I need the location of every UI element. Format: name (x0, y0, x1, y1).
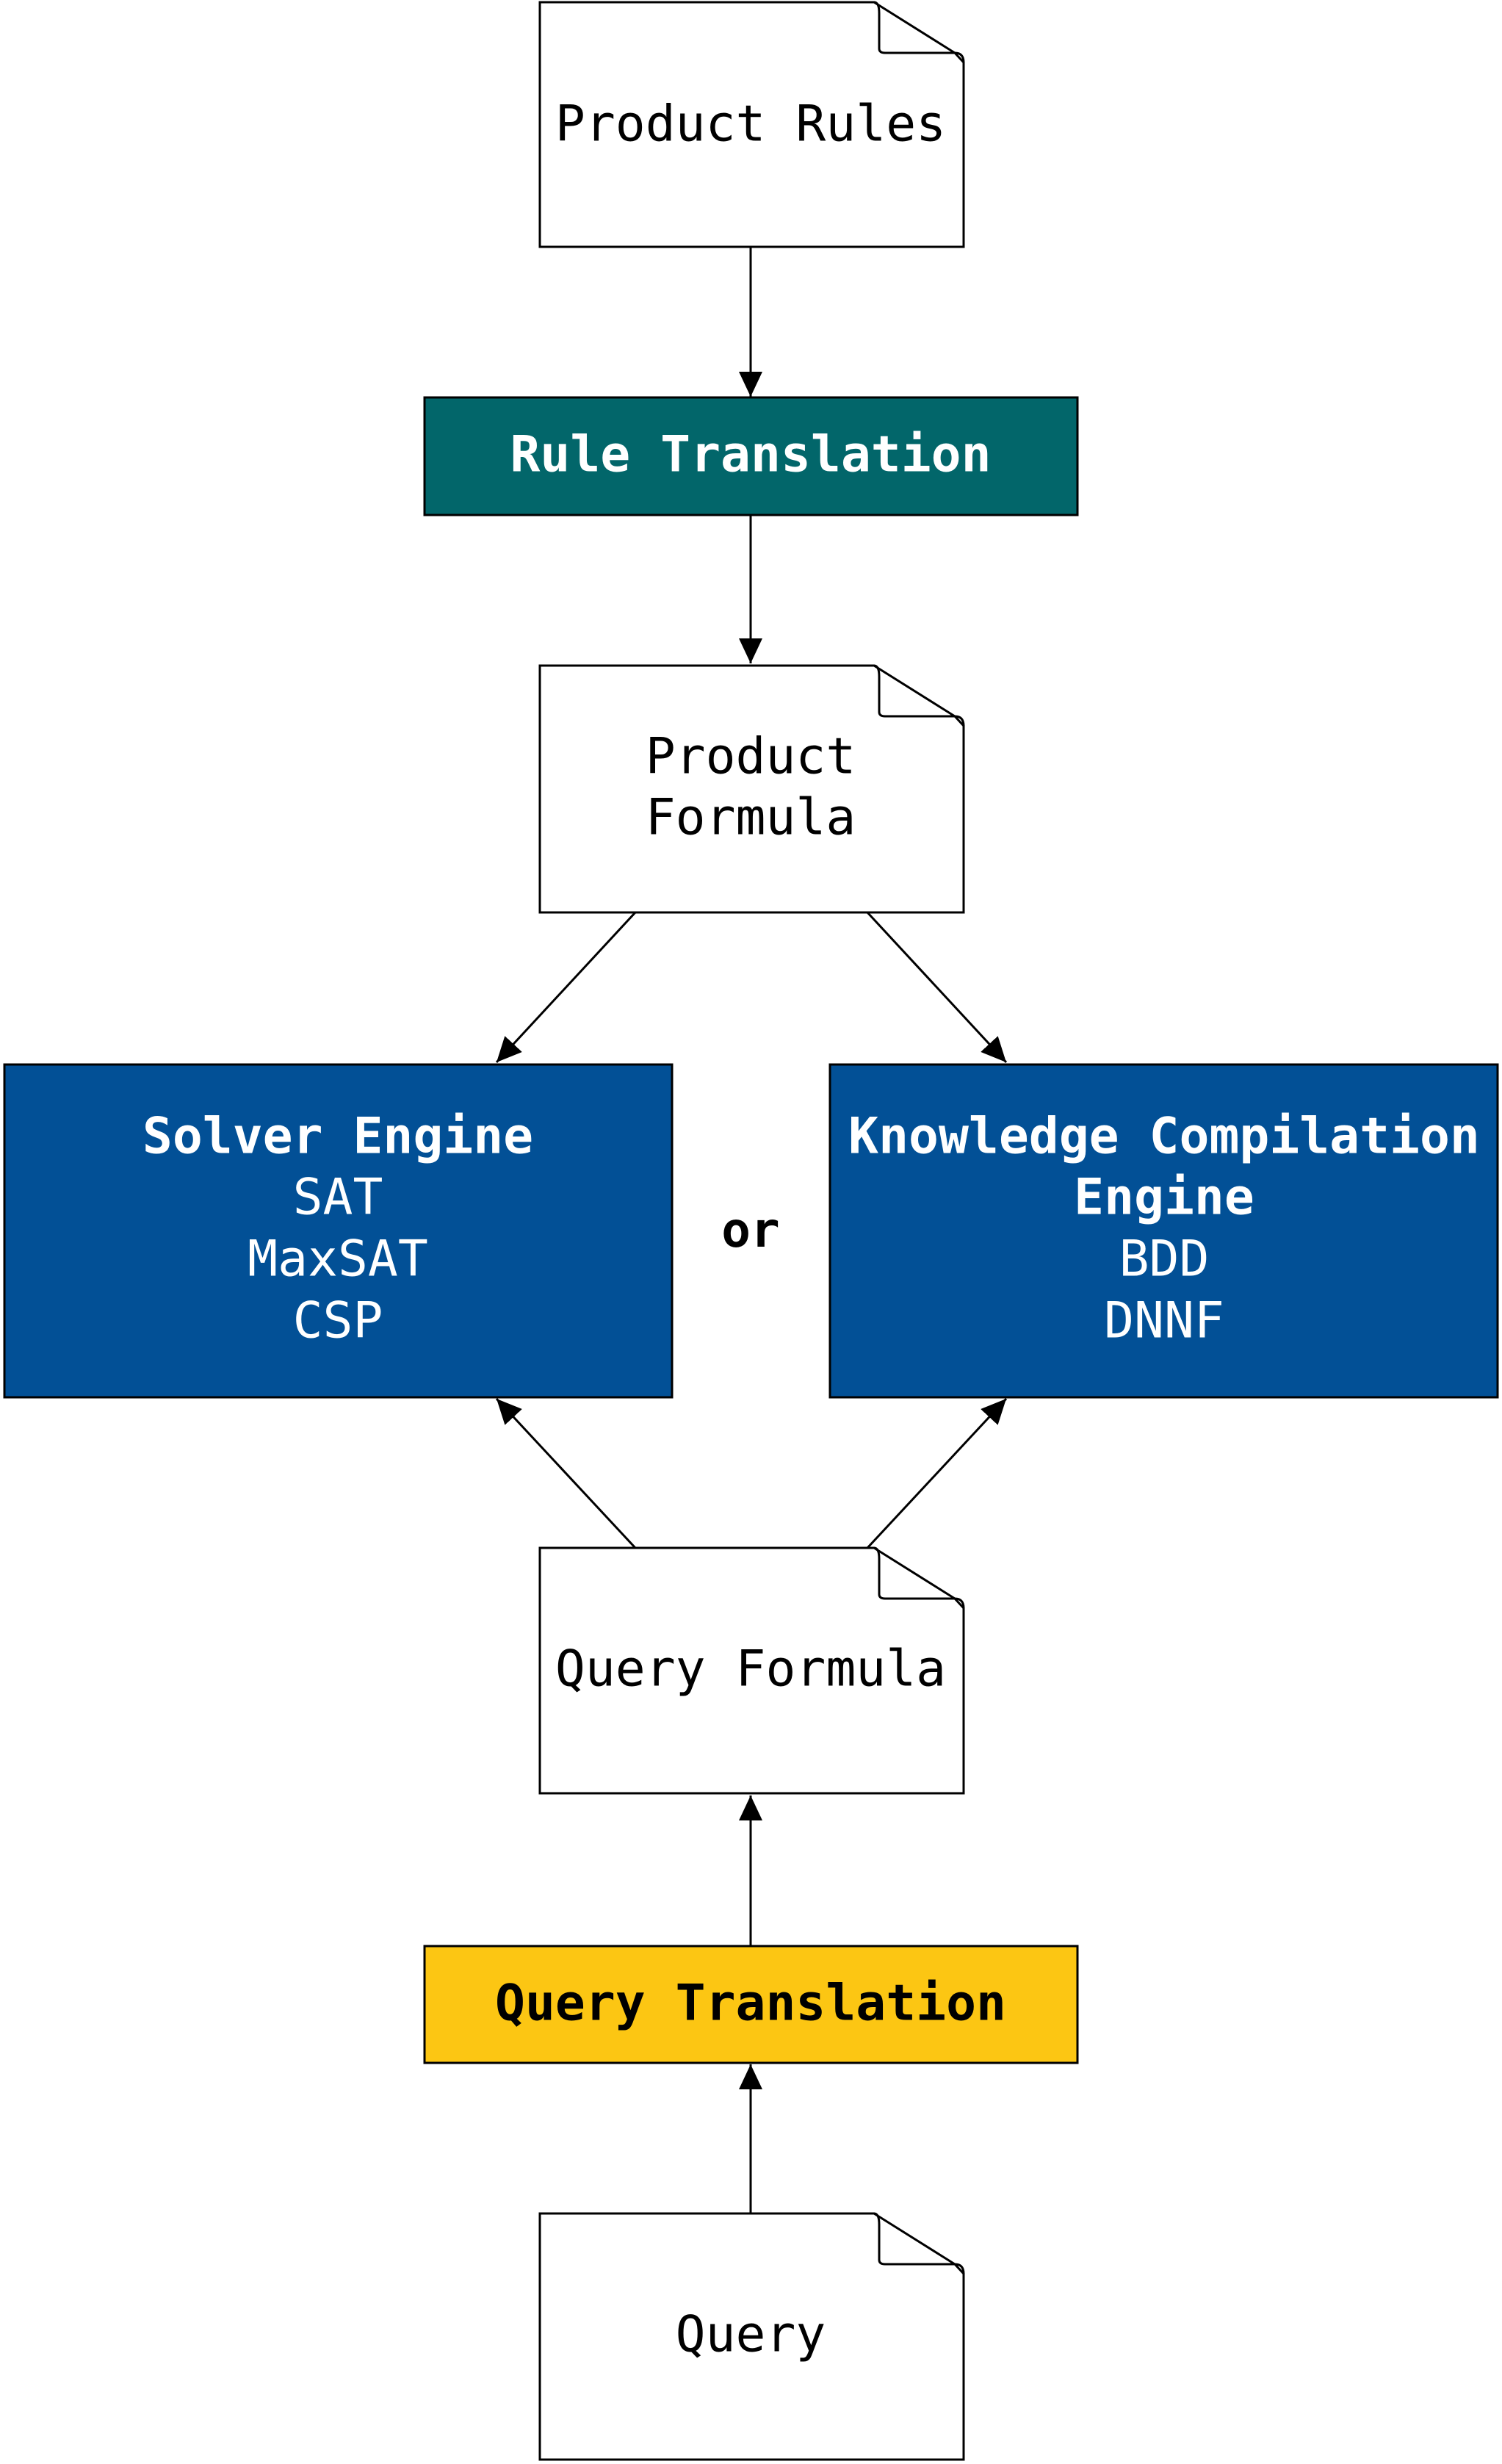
knowledge-engine-item-dnnf: DNNF (1104, 1292, 1224, 1350)
query-translation-box: Query Translation (423, 1945, 1079, 2064)
knowledge-engine-title-line2: Engine (1074, 1169, 1254, 1227)
solver-engine-item-maxsat: MaxSAT (248, 1231, 428, 1289)
solver-engine-item-csp: CSP (293, 1292, 383, 1350)
solver-engine-title: Solver Engine (142, 1108, 533, 1166)
knowledge-engine-item-bdd: BDD (1119, 1231, 1210, 1289)
query-formula-label: Query Formula (555, 1640, 946, 1698)
product-formula-document: Product Formula (538, 664, 965, 914)
or-label: or (721, 1202, 779, 1258)
solver-engine-item-sat: SAT (293, 1169, 383, 1227)
solver-engine-box: Solver Engine SAT MaxSAT CSP (3, 1063, 674, 1399)
product-formula-label-line1: Product (646, 728, 856, 786)
arrow-query-formula-to-knowledge (866, 1397, 1008, 1549)
knowledge-compilation-engine-box: Knowledge Compilation Engine BDD DNNF (828, 1063, 1499, 1399)
product-formula-label-line2: Formula (646, 789, 856, 847)
query-document: Query (538, 2212, 965, 2461)
query-translation-label: Query Translation (495, 1975, 1006, 2033)
arrow-formula-to-solver (495, 911, 637, 1064)
query-label: Query (676, 2306, 826, 2364)
product-rules-document: Product Rules (538, 1, 965, 248)
product-rules-label: Product Rules (555, 96, 946, 154)
rule-translation-box: Rule Translation (423, 396, 1079, 516)
arrow-query-formula-to-solver (495, 1397, 637, 1549)
knowledge-engine-title-line1: Knowledge Compilation (848, 1108, 1480, 1166)
arrow-formula-to-knowledge (866, 911, 1008, 1064)
rule-translation-label: Rule Translation (510, 426, 991, 484)
query-formula-document: Query Formula (538, 1546, 965, 1795)
